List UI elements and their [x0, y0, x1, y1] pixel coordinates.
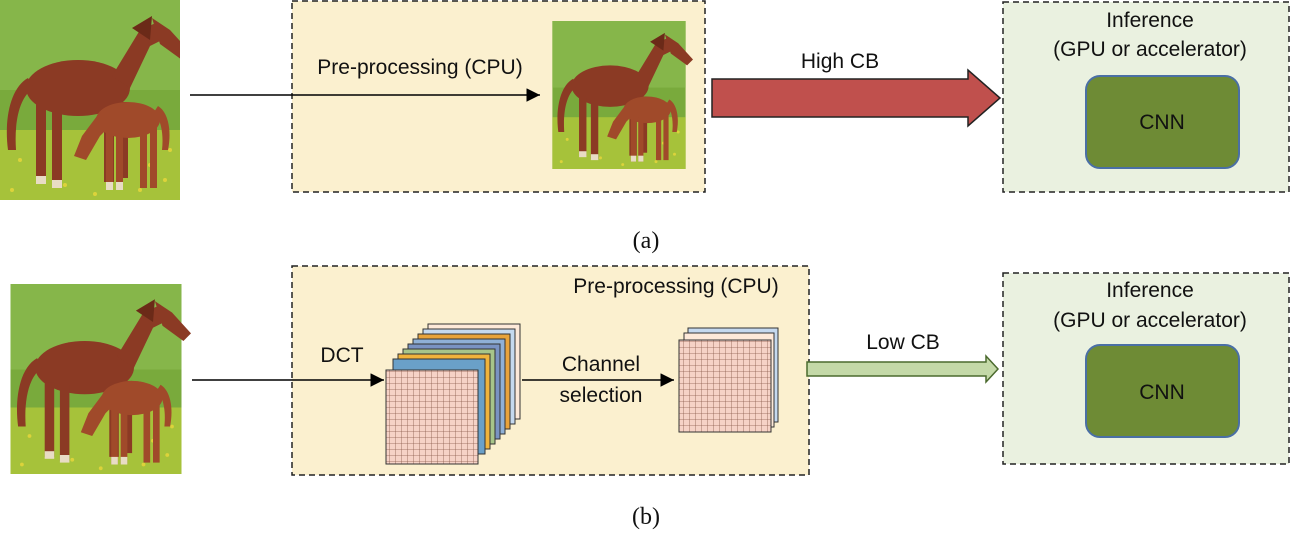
channel-selection-label-line1: Channel [562, 353, 640, 376]
caption-b: (b) [632, 504, 660, 530]
input-image-b [10, 284, 191, 474]
preprocessed-image-a [552, 21, 693, 169]
low-cb-label: Low CB [866, 331, 940, 354]
low-cb-arrow [806, 354, 1000, 384]
inference-subtitle-a: (GPU or accelerator) [1053, 38, 1247, 61]
panel-a: Pre-processing (CPU) High CB Inference (… [0, 0, 1290, 254]
channel-selection-label-line2: selection [560, 384, 643, 407]
selected-grid-front [678, 339, 772, 433]
input-image-a [0, 0, 180, 200]
cnn-label-b: CNN [1139, 381, 1185, 404]
panel-b: Pre-processing (CPU) DCT Channel selecti… [10, 265, 1290, 530]
preprocessing-label-a: Pre-processing (CPU) [317, 56, 522, 79]
selected-channel-stack [678, 327, 779, 433]
dct-label: DCT [320, 344, 363, 367]
high-cb-label: High CB [801, 50, 879, 73]
cnn-label-a: CNN [1139, 111, 1185, 134]
inference-title-b: Inference [1106, 279, 1194, 302]
inference-title-a: Inference [1106, 9, 1194, 32]
preprocessing-label-b: Pre-processing (CPU) [573, 275, 778, 298]
dct-channel-stack [385, 323, 521, 465]
caption-a: (a) [633, 228, 660, 254]
dct-grid-front [385, 369, 479, 465]
inference-subtitle-b: (GPU or accelerator) [1053, 309, 1247, 332]
cnn-block-b [1085, 344, 1240, 438]
cnn-block-a [1085, 75, 1240, 169]
high-cb-arrow [711, 68, 1002, 128]
